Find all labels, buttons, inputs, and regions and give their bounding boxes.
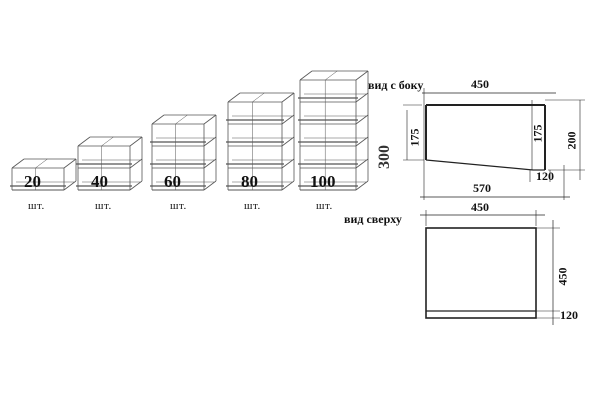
box-edge — [355, 70, 369, 81]
box-edge — [325, 70, 338, 81]
box-edge — [101, 136, 114, 147]
box-edge — [281, 114, 295, 125]
top-view-lip: 120 — [560, 308, 578, 322]
top-view-drawing — [420, 210, 560, 325]
box-edge — [11, 158, 25, 169]
side-view-overall-height: 200 — [564, 131, 579, 150]
box-edge — [203, 180, 217, 191]
box-edge — [129, 158, 143, 169]
box-edge — [355, 136, 369, 147]
box-edge — [281, 136, 295, 147]
box-edge — [281, 180, 295, 191]
box-edge — [203, 136, 217, 147]
stack-40-quantity: 40 — [91, 172, 108, 191]
stack-100-unit: шт. — [316, 200, 333, 212]
box-edge — [355, 180, 369, 191]
box-edge — [129, 136, 143, 147]
box-edge — [175, 114, 188, 125]
stacks-illustration — [10, 70, 369, 191]
box-edge — [63, 180, 77, 191]
top-view-depth: 450 — [555, 267, 570, 286]
stack-60-quantity: 60 — [164, 172, 181, 191]
side-view-bottom-width: 570 — [473, 181, 491, 195]
stack-20-unit: шт. — [28, 200, 45, 212]
box-edge — [252, 92, 265, 103]
box-edge — [227, 92, 241, 103]
stack-80-unit: шт. — [244, 200, 261, 212]
box-edge — [129, 180, 143, 191]
side-view-total-height: 300 — [376, 145, 393, 169]
side-view-step: 120 — [536, 169, 554, 183]
top-view-width: 450 — [471, 200, 489, 214]
box-edge — [299, 70, 313, 81]
side-view-top-width: 450 — [471, 77, 489, 91]
box-edge — [203, 158, 217, 169]
stack-100-quantity: 100 — [310, 172, 336, 191]
stack-80-quantity: 80 — [241, 172, 258, 191]
stack-60-unit: шт. — [170, 200, 187, 212]
side-view-drawing — [403, 88, 585, 200]
stack-20-quantity: 20 — [24, 172, 41, 191]
box-edge — [35, 158, 48, 169]
box-edge — [355, 92, 369, 103]
stack-40-unit: шт. — [95, 200, 112, 212]
box-edge — [77, 136, 91, 147]
box-edge — [355, 158, 369, 169]
box-edge — [203, 114, 217, 125]
box-edge — [63, 158, 77, 169]
side-view-label: вид с боку — [368, 78, 424, 92]
box-edge — [281, 158, 295, 169]
side-view-right-height: 175 — [530, 124, 545, 143]
box-edge — [151, 114, 165, 125]
side-view-left-height: 175 — [407, 128, 422, 147]
box-edge — [281, 92, 295, 103]
box-edge — [355, 114, 369, 125]
top-view-label: вид сверху — [344, 212, 402, 226]
